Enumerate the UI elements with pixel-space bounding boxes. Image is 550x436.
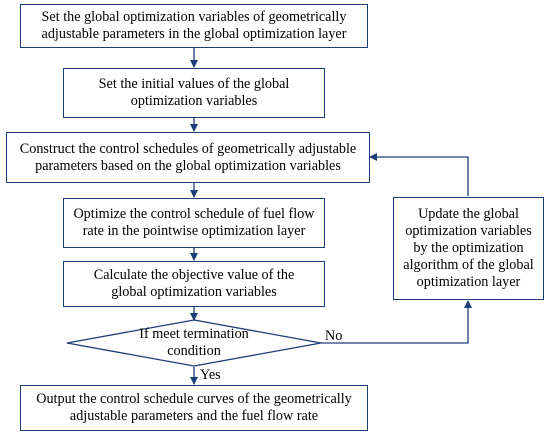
step-construct-control-schedules: Construct the control schedules of geome… — [6, 132, 370, 183]
decision-line-2: condition — [167, 343, 221, 359]
step-6-line-2: adjustable parameters and the fuel flow … — [69, 408, 319, 424]
decision-diamond — [66, 319, 322, 367]
step-6-line-1: Output the control schedule curves of th… — [36, 391, 352, 407]
step-optimize-fuel-flow: Optimize the control schedule of fuel fl… — [63, 198, 325, 248]
step-2-line-1: Set the initial values of the global — [98, 76, 290, 92]
arrow-decision-no-to-update — [321, 300, 472, 344]
update-line-1: Update the global — [418, 206, 519, 222]
step-1-line-2: adjustable parameters in the global opti… — [41, 26, 347, 42]
step-output-control-curves: Output the control schedule curves of th… — [20, 385, 368, 431]
update-line-3: by the optimization — [413, 240, 524, 256]
step-set-global-variables: Set the global optimization variables of… — [20, 4, 368, 48]
yes-label: Yes — [200, 367, 221, 383]
step-5-line-1: Calculate the objective value of the — [93, 267, 295, 283]
update-line-5: optimization layer — [416, 274, 521, 290]
step-1-line-1: Set the global optimization variables of… — [41, 9, 347, 25]
update-line-2: optimization variables — [405, 223, 532, 239]
no-label: No — [325, 328, 343, 344]
step-3-line-2: parameters based on the global optimizat… — [35, 157, 341, 174]
step-calculate-objective: Calculate the objective value of the glo… — [63, 261, 325, 307]
update-line-4: algorithm of the global — [403, 257, 534, 273]
step-set-initial-values: Set the initial values of the global opt… — [63, 68, 325, 118]
step-3-line-1: Construct the control schedules of geome… — [19, 140, 357, 157]
step-update-global-variables: Update the global optimization variables… — [393, 197, 544, 300]
step-4-line-2: rate in the pointwise optimization layer — [82, 223, 306, 239]
arrow-update-to-step3 — [369, 153, 469, 196]
step-4-line-1: Optimize the control schedule of fuel fl… — [73, 206, 315, 222]
decision-text: If meet termination condition — [94, 326, 294, 360]
step-5-line-2: global optimization variables — [111, 284, 277, 300]
step-2-line-2: optimization variables — [130, 93, 258, 109]
decision-line-1: If meet termination — [139, 326, 249, 342]
